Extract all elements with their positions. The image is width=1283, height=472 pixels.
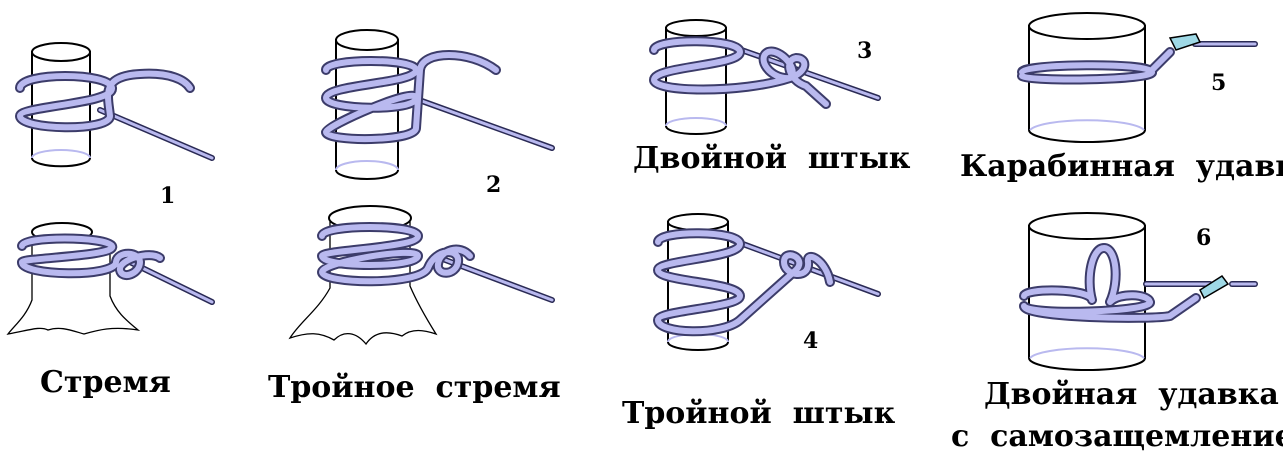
- knot-6-figure: [1019, 212, 1258, 371]
- triple-stirrup-stump-figure: [288, 205, 555, 346]
- knot-2-number: 2: [486, 172, 501, 198]
- carabiner-bowline-label: Карабинная удавка: [960, 149, 1283, 184]
- double-hitch-label: Двойной штык: [633, 141, 911, 176]
- knot-2-figure: [321, 29, 555, 180]
- knot-4-number: 4: [803, 328, 818, 354]
- knot-5-figure: [1017, 12, 1258, 143]
- carabiner-icon: [1199, 274, 1230, 300]
- knot-1-number: 1: [160, 183, 175, 209]
- stirrup-stump-figure: [6, 222, 215, 335]
- knot-5-number: 5: [1211, 70, 1226, 96]
- knot-4-figure: [653, 213, 881, 351]
- triple-stirrup-label: Тройное стремя: [268, 370, 561, 405]
- knot-6-number: 6: [1196, 225, 1211, 251]
- knot-3-figure: [649, 19, 881, 135]
- knot-3-number: 3: [857, 38, 872, 64]
- knot-1-figure: [15, 42, 215, 168]
- stirrup-label: Стремя: [40, 365, 171, 400]
- triple-hitch-label: Тройной штык: [622, 396, 896, 431]
- carabiner-icon: [1168, 33, 1202, 51]
- double-bowline-label-line2: с самозащемлением: [951, 419, 1283, 454]
- double-bowline-label-line1: Двойная удавка: [984, 377, 1279, 412]
